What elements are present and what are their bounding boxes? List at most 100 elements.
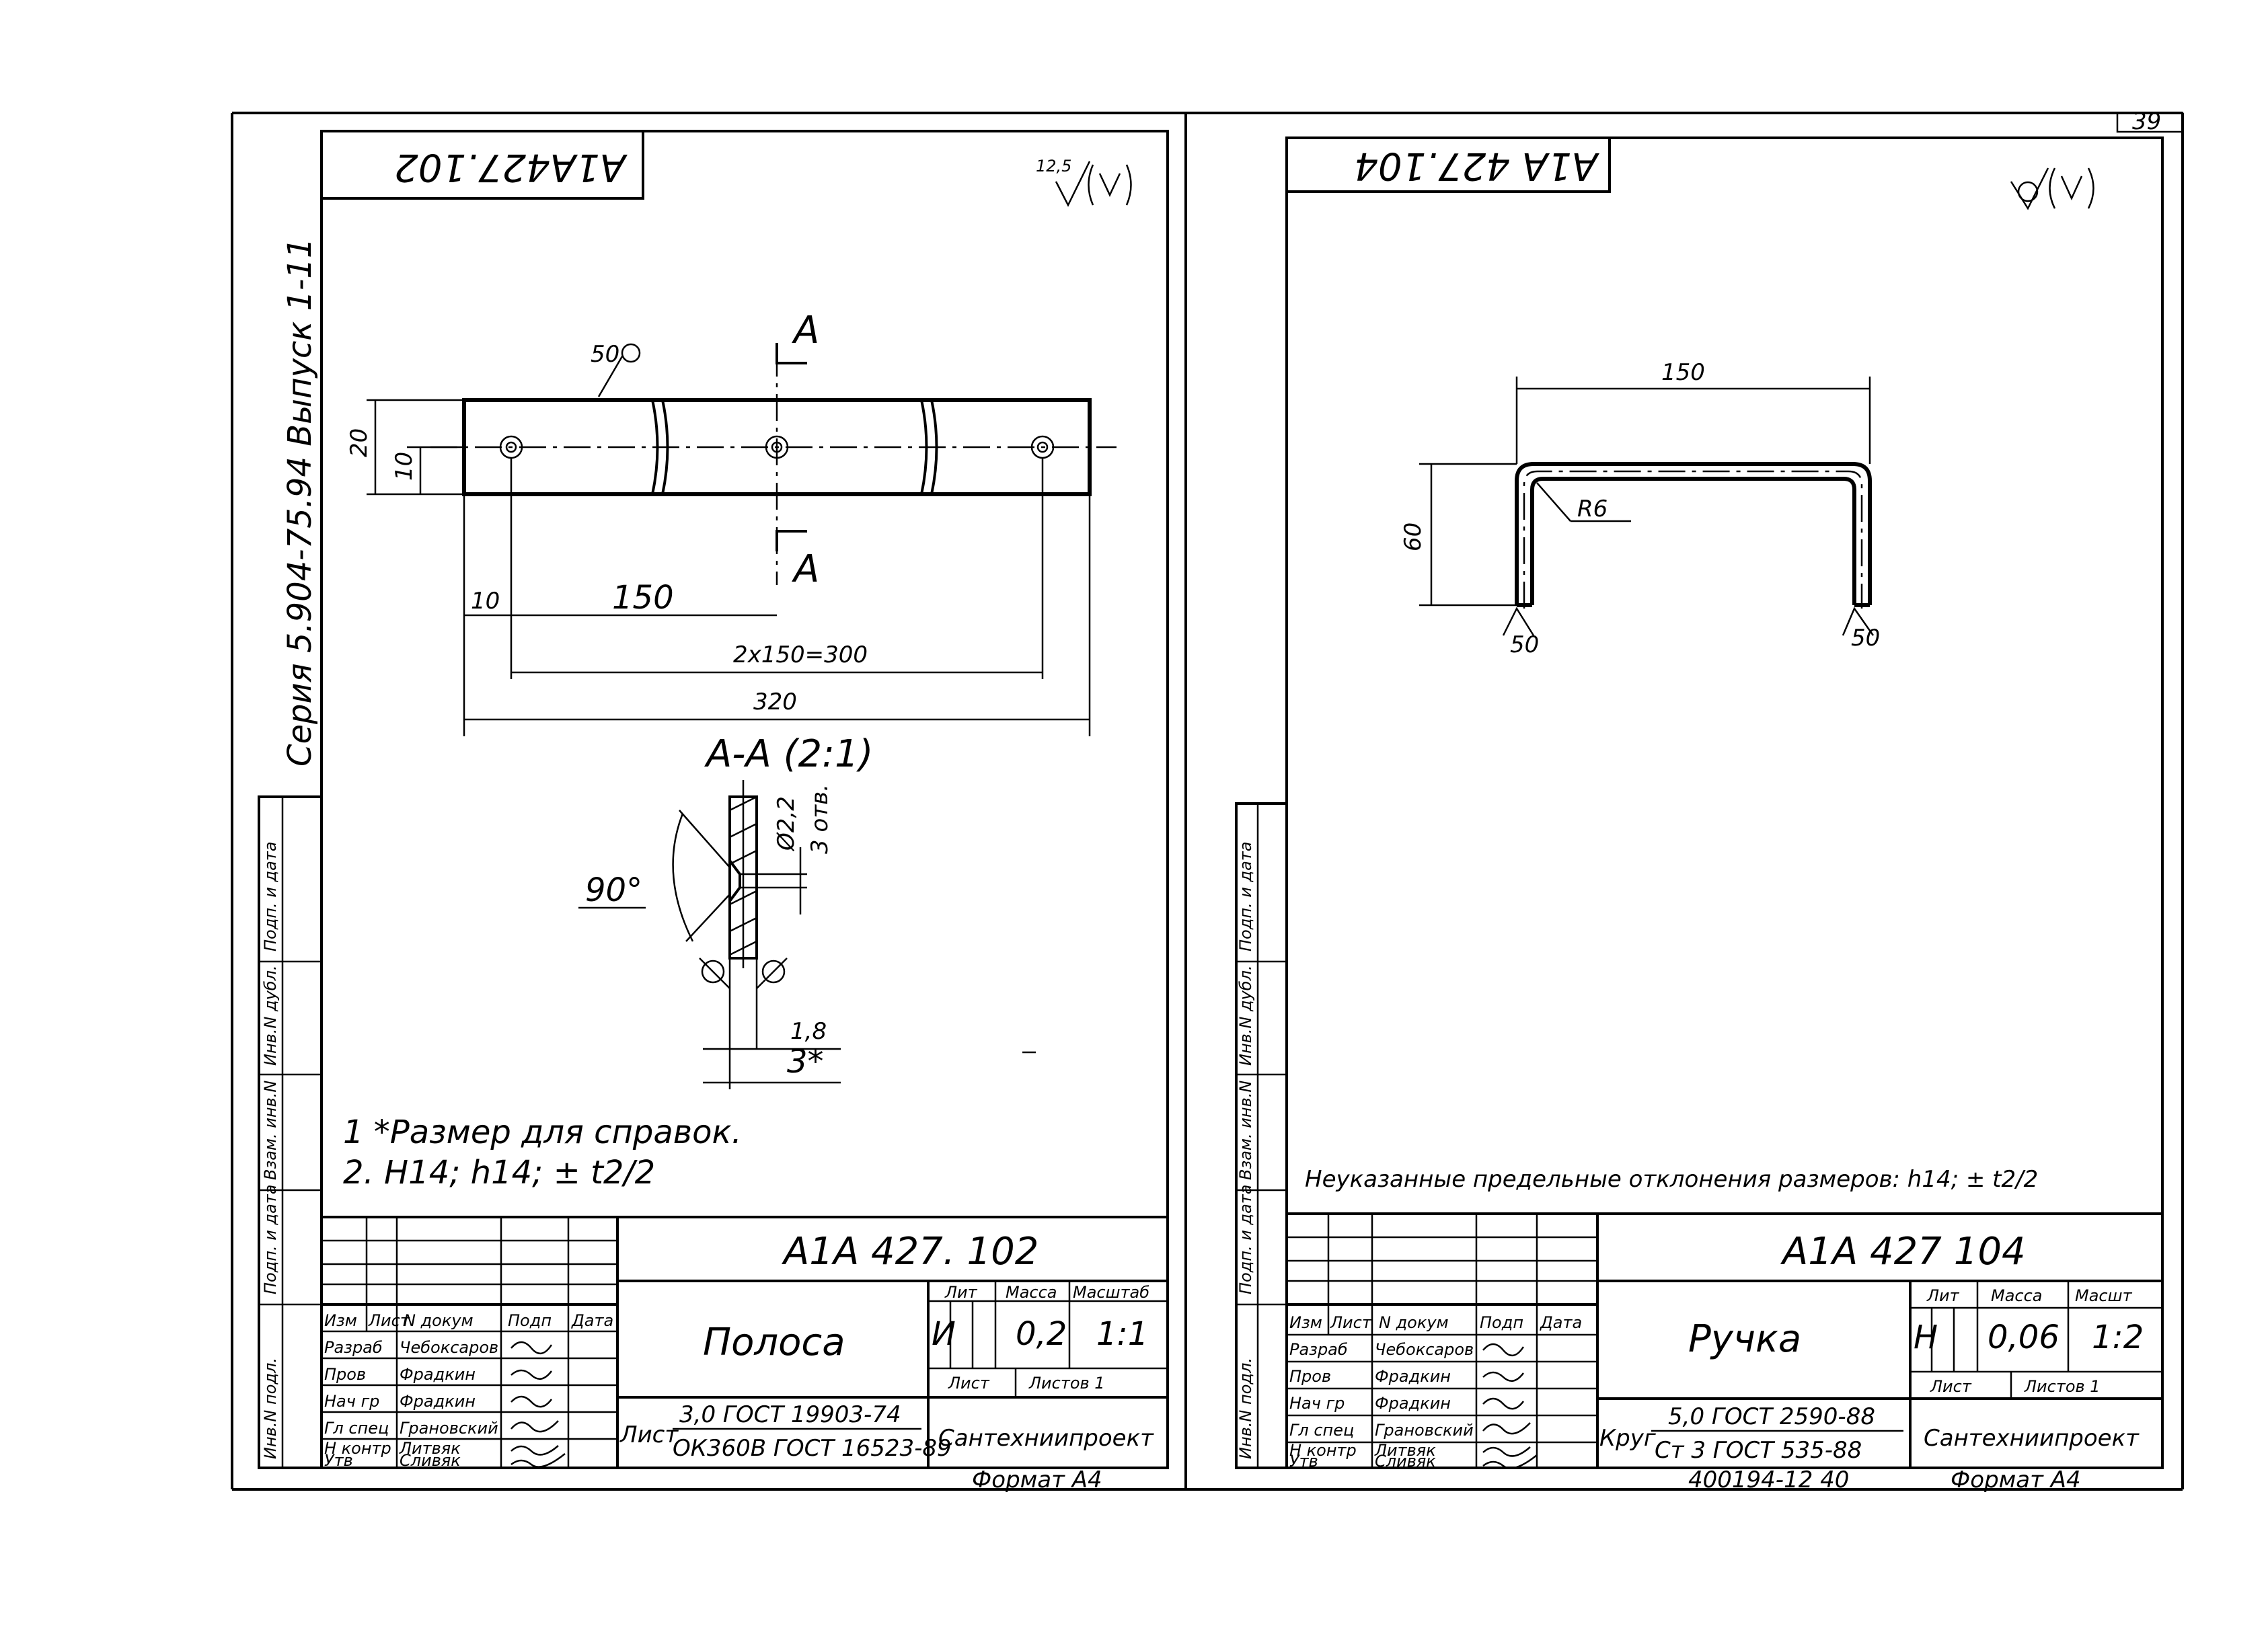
left-lit-value: И [932,1315,956,1353]
right-name-3: Грановский [1375,1421,1474,1440]
left-part-name: Полоса [703,1321,845,1364]
right-stamp-label-2: Взам. инв.N [1236,1081,1255,1180]
left-roughness-value: 12,5 [1036,157,1071,175]
weld-left-label: 50 [1510,631,1539,658]
right-part-name: Ручка [1688,1317,1801,1361]
right-material-prefix: Круг [1599,1425,1657,1452]
left-roughness-icon [1055,161,1132,207]
left-stamp-label-2: Взам. инв.N [261,1081,280,1180]
dim-edge-offset: 10 [471,588,500,615]
right-mass-label: Масса [1991,1286,2043,1305]
right-mass-value: 0,06 [1988,1319,2059,1356]
right-signatures [1482,1343,1538,1469]
right-sheets-label: Листов 1 [2024,1377,2101,1396]
left-sheets-label: Листов 1 [1028,1374,1105,1393]
left-scale-value: 1:1 [1096,1315,1148,1353]
right-code: А1А 427 104 [1780,1230,2026,1274]
left-col-doc: N докум [404,1311,474,1330]
left-note-1: 1 *Размер для справок. [343,1114,742,1151]
left-role-1: Пров [324,1365,366,1384]
left-name-1: Фрадкин [400,1365,476,1384]
right-role-5: Утв [1289,1452,1318,1471]
right-material-bottom: Ст 3 ГОСТ 535-88 [1655,1437,1862,1464]
right-col-sign: Подп [1480,1313,1523,1332]
right-format: Формат А4 [1951,1467,2081,1493]
left-scale-label: Масштаб [1073,1283,1149,1302]
right-sheet-label: Лист [1930,1377,1972,1396]
right-name-2: Фрадкин [1375,1394,1451,1413]
left-col-list: Лист [368,1311,410,1330]
left-format: Формат А4 [972,1467,1102,1493]
section-title: А-А (2:1) [704,732,873,776]
right-role-2: Нач гр [1289,1394,1345,1413]
right-stamp-label-1: Подп. и дата [1236,1185,1255,1295]
right-doc-number: 400194-12 40 [1688,1467,1849,1493]
weld-size-label: 50 [591,341,619,368]
right-stamp-label-4: Подп. и дата [1236,842,1255,952]
dim-hole-count: 3 отв. [806,784,833,854]
left-role-3: Гл спец [324,1419,389,1438]
right-role-1: Пров [1289,1367,1331,1386]
left-name-2: Фрадкин [400,1392,476,1411]
left-name-0: Чебоксаров [400,1338,498,1357]
right-material-top: 5,0 ГОСТ 2590-88 [1668,1403,1875,1430]
right-roughness-icon [2010,167,2094,210]
right-title-block: Изм Лист N докум Подп Дата Разраб Чебокс… [1287,1212,2162,1493]
right-stamp-label-3: Инв.N дубл. [1236,965,1255,1066]
section-view: А-А (2:1) Ø2,2 3 отв. 90° [578,732,1036,1089]
right-sheet: А1А 427.104 Инв.N подл. Подп. и дата Вза… [1235,136,2164,1493]
left-note-2: 2. Н14; h14; ± t2/2 [343,1154,655,1192]
left-sheet: А1А427.102 12,5 Инв.N подл. Подп. и дата… [258,130,1169,1493]
left-role-5: Утв [324,1451,353,1470]
left-role-0: Разраб [324,1338,383,1357]
handle-drawing: 150 60 R6 50 50 [1400,359,1880,658]
right-col-doc: N докум [1379,1313,1449,1332]
right-side-stamp: Инв.N подл. Подп. и дата Взам. инв.N Инв… [1235,802,1288,1469]
right-name-1: Фрадкин [1375,1367,1451,1386]
right-col-izm: Изм [1289,1313,1322,1332]
outer-frame: 39 [231,108,2184,1491]
left-title-block: Изм Лист N докум Подп Дата Разраб Чебокс… [322,1216,1168,1493]
right-role-0: Разраб [1289,1340,1348,1359]
left-stamp-label-3: Инв.N дубл. [261,965,280,1066]
series-margin: Серия 5.904-75.94 Выпуск 1-11 [281,238,319,767]
right-col-list: Лист [1330,1313,1372,1332]
dim-handle-height: 60 [1400,522,1427,551]
dim-height: 20 [346,428,373,457]
left-lit-label: Лит [944,1283,978,1302]
right-role-4: Н контр [1289,1441,1357,1460]
left-rotated-code: А1А427.102 [394,145,628,189]
left-role-2: Нач гр [324,1392,379,1411]
left-name-3: Грановский [400,1419,498,1438]
dim-hole-offset: 10 [391,452,418,481]
dim-hole-dia: Ø2,2 [773,796,800,852]
dim-angle: 90° [585,871,642,909]
right-scale-value: 1:2 [2092,1319,2144,1356]
dim-length: 320 [753,689,797,715]
right-lit-value: Н [1914,1319,1938,1356]
right-lit-label: Лит [1926,1286,1960,1305]
page-number: 39 [2132,108,2161,135]
left-stamp-label-1: Подп. и дата [261,1185,280,1295]
left-role-4: Н контр [324,1439,391,1458]
left-material-top: 3,0 ГОСТ 19903-74 [679,1401,901,1428]
left-signatures [511,1341,566,1468]
left-side-stamp: Инв.N подл. Подп. и дата Взам. инв.N Инв… [258,795,323,1469]
dim-holes-span: 2х150=300 [733,641,868,668]
right-rotated-code: А1А 427.104 [1354,144,1599,188]
right-scale-label: Масшт [2075,1286,2133,1305]
right-name-0: Чебоксаров [1375,1340,1474,1359]
dim-thickness: 1,8 [790,1018,827,1045]
left-stamp-label-0: Инв.N подл. [261,1358,280,1459]
right-col-date: Дата [1540,1313,1582,1332]
left-sheet-label: Лист [948,1374,990,1393]
right-name-4: Литвяк [1374,1441,1436,1460]
left-mass-value: 0,2 [1016,1315,1067,1353]
left-col-date: Дата [571,1311,613,1330]
left-name-5: Сливяк [400,1451,461,1470]
left-stamp-label-4: Подп. и дата [261,842,280,952]
right-name-5: Сливяк [1375,1452,1436,1471]
right-org: Сантехниипроект [1924,1425,2140,1452]
